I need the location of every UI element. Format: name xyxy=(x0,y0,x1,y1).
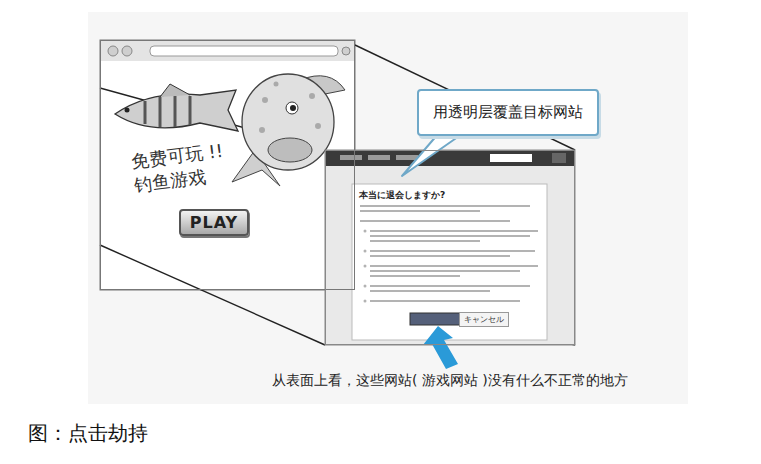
game-window-frame xyxy=(100,40,355,290)
dialog-title: 本当に退会しますか? xyxy=(359,189,445,202)
topbar-items xyxy=(340,155,418,160)
dialog-body-lines xyxy=(360,205,538,303)
dialog-panel xyxy=(352,184,547,340)
target-site-window: 本当に退会しますか? キャンセル xyxy=(325,150,575,345)
search-icon xyxy=(342,47,350,55)
striped-fish xyxy=(115,84,238,131)
note-text: 从表面上看，这些网站( 游戏网站 )没有什么不正常的地方 xyxy=(272,372,628,390)
play-button: PLAY xyxy=(179,209,249,236)
callout-tail xyxy=(402,134,462,176)
game-slogan: 免费可玩 !! 钓鱼游戏 xyxy=(130,138,235,198)
figure-caption: 图：点击劫持 xyxy=(28,420,148,447)
target-site-topbar xyxy=(325,150,575,166)
delete-account-button xyxy=(410,313,460,325)
cancel-button: キャンセル xyxy=(459,312,509,327)
back-button xyxy=(108,46,118,56)
target-search-box xyxy=(490,154,532,162)
pointer-arrow xyxy=(423,326,458,369)
cancel-button-text: キャンセル xyxy=(464,314,504,325)
game-window: 免费可玩 !! 钓鱼游戏 PLAY xyxy=(100,40,355,290)
target-site-frame xyxy=(325,150,575,345)
callout-bubble-text: 用透明层覆盖目标网站 xyxy=(433,103,583,122)
browser-toolbar xyxy=(101,41,354,61)
address-bar xyxy=(150,46,338,56)
forward-button xyxy=(122,46,132,56)
background-panel xyxy=(88,12,688,404)
play-button-text: PLAY xyxy=(190,213,238,232)
callout-bubble: 用透明层覆盖目标网站 xyxy=(417,89,599,136)
target-settings-icon xyxy=(552,153,566,163)
